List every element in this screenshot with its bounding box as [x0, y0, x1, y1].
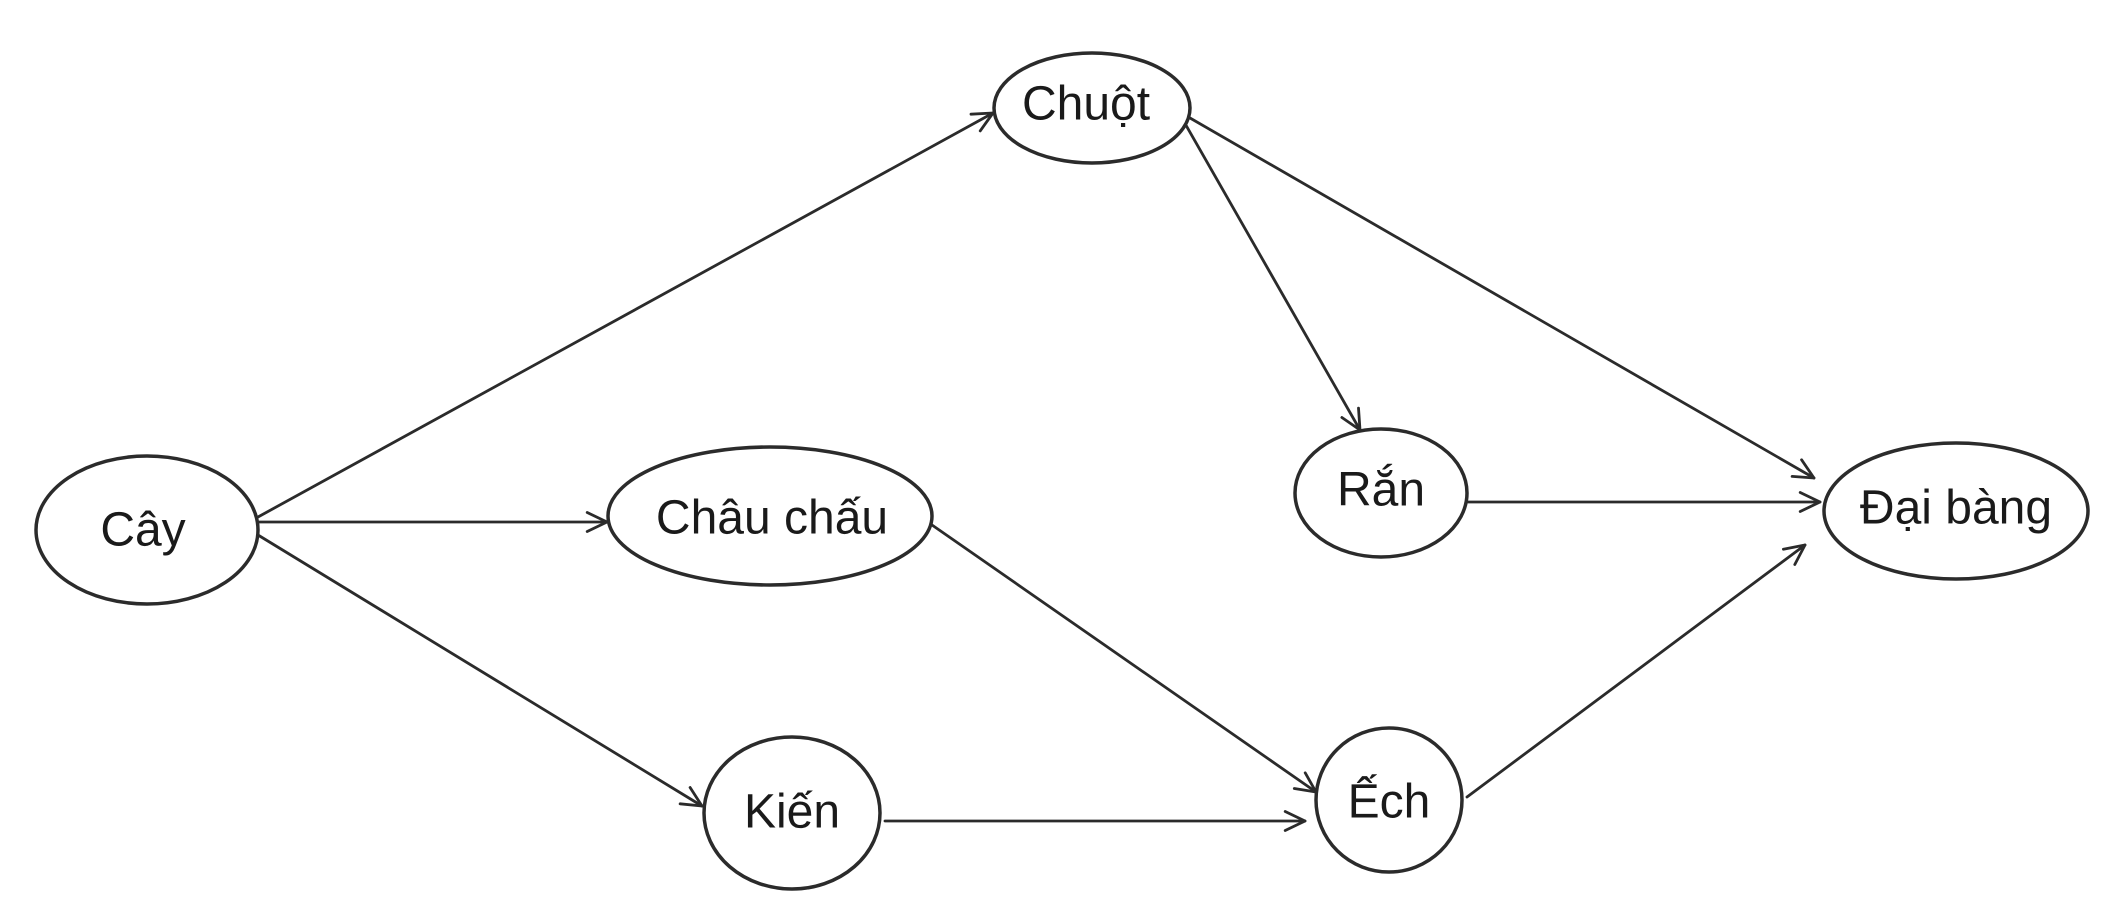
node-kien-label: Kiến	[744, 786, 840, 839]
node-dai-bang: Đại bàng	[1822, 441, 2090, 581]
edge-cay-to-kien	[256, 533, 704, 808]
node-chuot-label: Chuột	[1022, 78, 1150, 131]
node-cay-label: Cây	[100, 504, 185, 557]
edge-line	[930, 523, 1318, 794]
node-kien: Kiến	[702, 735, 882, 891]
node-dai-bang-label: Đại bàng	[1860, 482, 2052, 535]
nodes: Cây Chuột Châu chấu Kiến Rắn Ếch Đại bàn…	[34, 51, 2090, 891]
node-chau-chau-label: Châu chấu	[656, 492, 888, 545]
edge-line	[1181, 118, 1362, 432]
node-chau-chau: Châu chấu	[606, 445, 934, 587]
node-ech: Ếch	[1314, 726, 1464, 874]
node-ech-label: Ếch	[1348, 775, 1431, 829]
arrow-head-icon	[1798, 491, 1822, 513]
edge-chau-chau-to-ech	[930, 523, 1318, 794]
edge-line	[256, 533, 704, 808]
node-chuot: Chuột	[992, 51, 1192, 165]
arrow-head-icon	[1790, 458, 1816, 480]
edge-ech-to-dai-bang	[1465, 543, 1807, 799]
edges	[256, 111, 1822, 832]
edge-ran-to-dai-bang	[1466, 491, 1822, 513]
edge-line	[1188, 116, 1816, 480]
edge-cay-to-chau-chau	[256, 511, 609, 533]
edge-line	[256, 111, 995, 519]
edge-chuot-to-dai-bang	[1188, 116, 1816, 480]
edge-line	[1465, 543, 1807, 799]
node-cay: Cây	[34, 454, 260, 606]
arrow-head-icon	[1782, 543, 1807, 566]
node-ran: Rắn	[1293, 427, 1469, 559]
arrow-head-icon	[1283, 810, 1307, 832]
edge-kien-to-ech	[883, 810, 1307, 832]
arrow-head-icon	[678, 786, 704, 808]
edge-cay-to-chuot	[256, 111, 995, 519]
node-ran-label: Rắn	[1337, 463, 1425, 517]
